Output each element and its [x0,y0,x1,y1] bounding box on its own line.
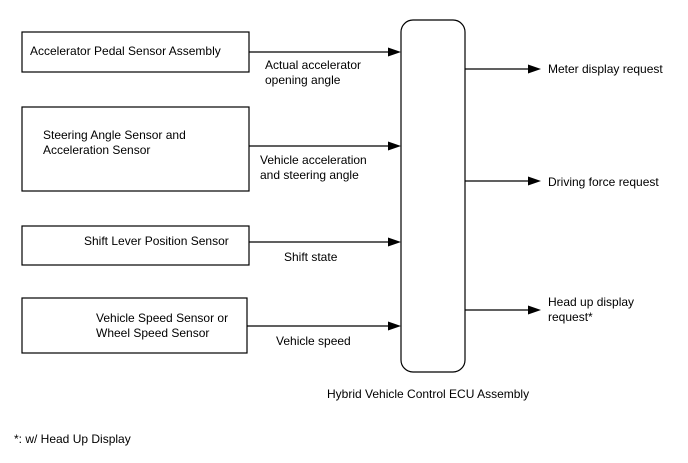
steering-angle-sensor-label-line2: Acceleration Sensor [43,143,150,157]
accelerator-pedal-sensor-label: Accelerator Pedal Sensor Assembly [30,44,221,58]
shift-state-arrowhead [388,237,401,247]
steering-signal-label-line2: and steering angle [260,168,359,182]
shift-lever-position-sensor-box [21,225,250,266]
head-up-display-request-label-line2: request* [548,310,593,324]
accelerator-signal-label-line2: opening angle [265,73,341,87]
vehicle-speed-signal-label: Vehicle speed [276,334,351,348]
steering-signal-arrowhead [388,141,401,151]
driving-force-request-label: Driving force request [548,175,659,189]
meter-display-arrowhead [528,64,541,74]
head-up-display-arrowhead [528,305,541,315]
vehicle-speed-arrowhead [388,321,401,331]
shift-lever-position-sensor-label: Shift Lever Position Sensor [84,234,229,248]
ecu-label: Hybrid Vehicle Control ECU Assembly [327,387,529,401]
hybrid-vehicle-control-ecu-box [400,19,466,373]
footnote: *: w/ Head Up Display [14,432,131,446]
accelerator-pedal-sensor-box [21,31,250,73]
accelerator-signal-arrowhead [388,47,401,57]
steering-angle-sensor-label-line1: Steering Angle Sensor and [43,128,186,142]
driving-force-arrowhead [528,176,541,186]
vehicle-speed-sensor-label-line2: Wheel Speed Sensor [96,326,209,340]
vehicle-speed-sensor-label-line1: Vehicle Speed Sensor or [96,311,228,325]
meter-display-request-label: Meter display request [548,62,663,76]
shift-state-label: Shift state [284,250,338,264]
accelerator-signal-label-line1: Actual accelerator [265,58,361,72]
steering-acceleration-sensor-box [21,106,250,192]
vehicle-speed-sensor-box [21,297,248,354]
steering-signal-label-line1: Vehicle acceleration [260,153,367,167]
head-up-display-request-label-line1: Head up display [548,295,634,309]
